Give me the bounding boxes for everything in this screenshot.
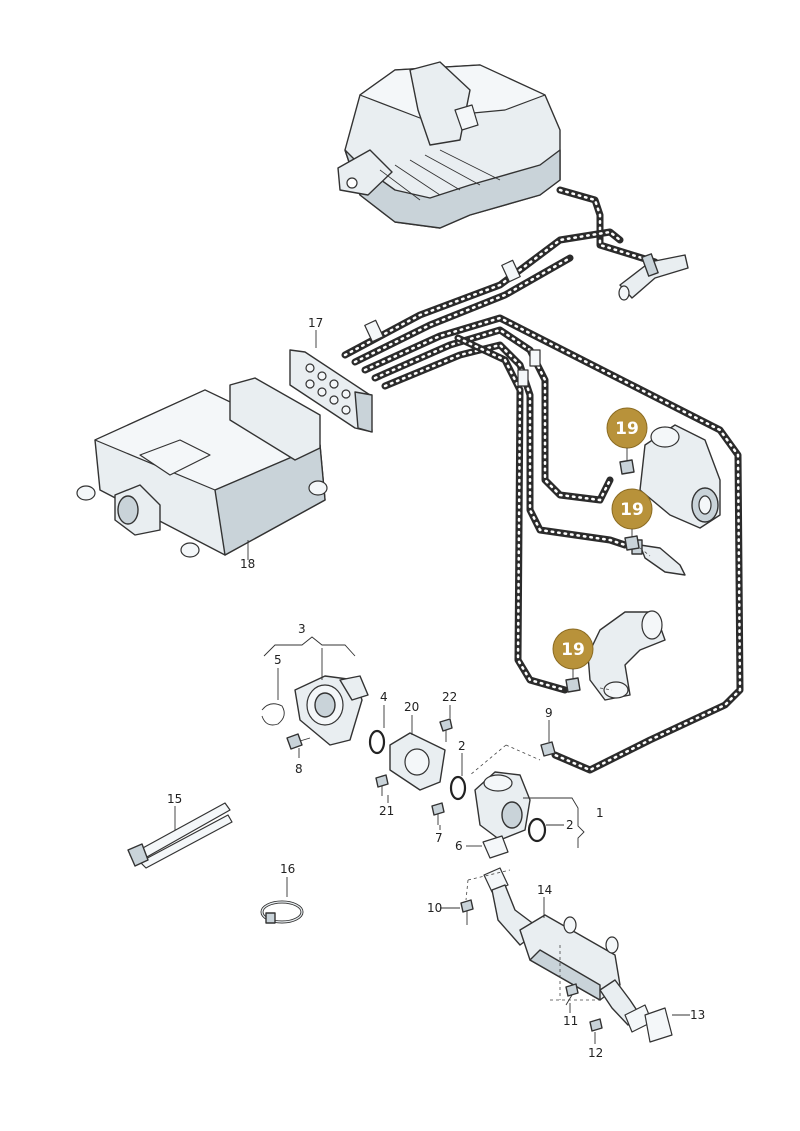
cable-tie-15	[127, 802, 233, 869]
intermediate-flange	[389, 732, 446, 791]
intake-elbow-pipe	[587, 610, 666, 701]
callout-19-elbow[interactable]: 19	[552, 628, 594, 670]
part-label-7: 7	[435, 831, 443, 845]
part-label-2a: 2	[458, 739, 466, 753]
hose-end-connector	[631, 539, 686, 576]
callout-19-turbo-label: 19	[615, 419, 639, 439]
callout-19-hose[interactable]: 19	[611, 488, 653, 530]
bolt-21	[375, 774, 389, 796]
o-ring-4	[368, 729, 386, 755]
o-ring-2a	[449, 775, 467, 801]
part-label-8: 8	[295, 762, 303, 776]
bolt-7	[431, 802, 445, 825]
part-label-9: 9	[545, 706, 553, 720]
hose-clip-19-elbow	[565, 677, 581, 693]
spring-clamp-16	[260, 900, 304, 924]
part-label-2b: 2	[566, 818, 574, 832]
callout-19-turbo[interactable]: 19	[606, 407, 648, 449]
part-label-13: 13	[690, 1008, 705, 1022]
gasket-6	[482, 835, 509, 859]
throttle-valve-assembly	[294, 675, 369, 746]
nut-12	[589, 1018, 603, 1032]
part-label-17: 17	[308, 316, 323, 330]
part-label-20: 20	[404, 700, 419, 714]
callout-19-hose-label: 19	[620, 500, 644, 520]
o-ring-2b	[527, 817, 547, 843]
hose-connector-block	[289, 349, 373, 433]
part-label-1: 1	[596, 806, 604, 820]
turbo-actuator-housing	[639, 424, 721, 529]
hose-clamp-9	[540, 741, 556, 757]
bolt-10	[460, 899, 474, 925]
part-label-5: 5	[274, 653, 282, 667]
part-label-15: 15	[167, 792, 182, 806]
callout-19-elbow-label: 19	[561, 640, 585, 660]
bolt-11	[565, 983, 579, 1006]
part-label-12: 12	[588, 1046, 603, 1060]
part-label-4: 4	[380, 690, 388, 704]
wire-clip-5	[261, 703, 285, 726]
air-filter-housing	[337, 61, 561, 229]
hose-clip-19-turbo	[619, 459, 635, 475]
egr-cooler-pipe	[483, 867, 653, 1033]
vacuum-hose-bundle	[341, 186, 744, 774]
part-label-21: 21	[379, 804, 394, 818]
part-label-22: 22	[442, 690, 457, 704]
bolt-8	[286, 733, 311, 750]
hose-clip-19-hose	[624, 535, 640, 551]
gasket-13	[644, 1007, 673, 1043]
part-label-10: 10	[427, 901, 442, 915]
part-label-11: 11	[563, 1014, 578, 1028]
control-unit	[76, 377, 328, 558]
egr-valve	[474, 771, 531, 841]
t-piece-connector	[618, 253, 689, 301]
part-label-14: 14	[537, 883, 552, 897]
part-label-16: 16	[280, 862, 295, 876]
part-label-6: 6	[455, 839, 463, 853]
callout-leaders	[174, 330, 690, 1044]
part-labels: 1 2 2 3 4 5 6 7 8 9 10 11 12 13 14 15 16…	[167, 316, 705, 1060]
part-label-3: 3	[298, 622, 306, 636]
bolt-22	[439, 718, 453, 742]
part-label-18: 18	[240, 557, 255, 571]
